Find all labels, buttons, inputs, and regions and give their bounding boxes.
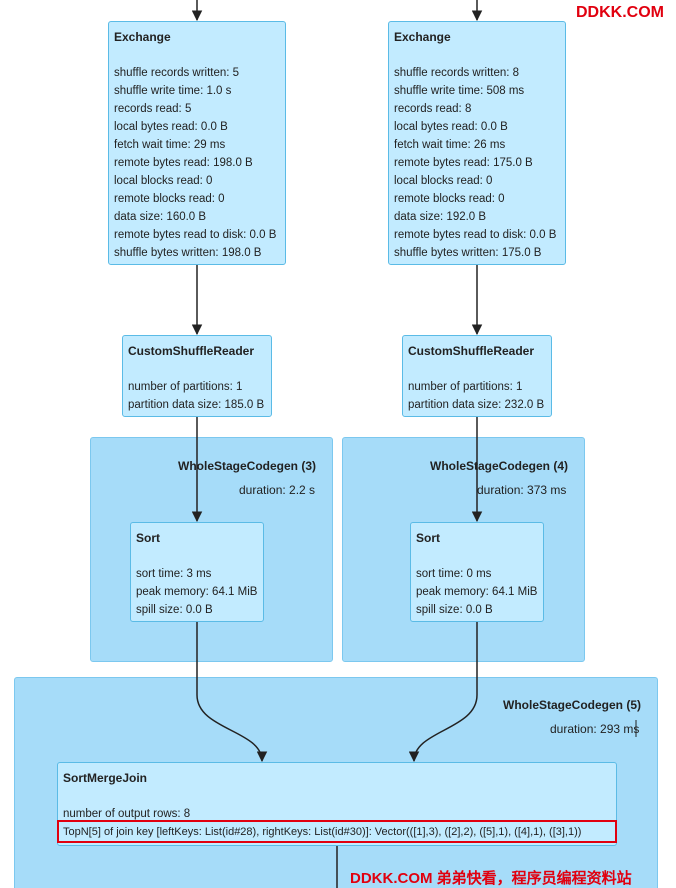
- sort-node-left[interactable]: Sort sort time: 3 ms peak memory: 64.1 M…: [130, 522, 264, 622]
- metric-remote-blocks-read: remote blocks read: 0: [114, 193, 225, 205]
- node-title: Exchange: [394, 30, 451, 44]
- metric-peak-memory: peak memory: 64.1 MiB: [416, 586, 538, 598]
- metric-remote-bytes-read-to-disk: remote bytes read to disk: 0.0 B: [114, 229, 277, 241]
- node-title: Sort: [136, 531, 160, 545]
- sort-node-right[interactable]: Sort sort time: 0 ms peak memory: 64.1 M…: [410, 522, 544, 622]
- custom-shuffle-reader-node-left[interactable]: CustomShuffleReader number of partitions…: [122, 335, 272, 417]
- metric-remote-blocks-read: remote blocks read: 0: [394, 193, 505, 205]
- metric-local-blocks-read: local blocks read: 0: [394, 175, 493, 187]
- metric-partition-data-size: partition data size: 185.0 B: [128, 399, 265, 411]
- metric-sort-time: sort time: 3 ms: [136, 568, 212, 580]
- metric-records-read: records read: 5: [114, 103, 192, 115]
- metric-remote-bytes-read: remote bytes read: 198.0 B: [114, 157, 253, 169]
- node-title: Exchange: [114, 30, 171, 44]
- metric-spill-size: spill size: 0.0 B: [416, 604, 493, 616]
- metric-sort-time: sort time: 0 ms: [416, 568, 492, 580]
- watermark-bottom: DDKK.COM 弟弟快看，程序员编程资料站: [350, 870, 632, 887]
- metric-shuffle-write-time: shuffle write time: 1.0 s: [114, 85, 232, 97]
- metric-shuffle-bytes-written: shuffle bytes written: 198.0 B: [114, 247, 262, 259]
- metric-topn-join-key: TopN[5] of join key [leftKeys: List(id#2…: [63, 826, 582, 838]
- metric-local-bytes-read: local bytes read: 0.0 B: [394, 121, 508, 133]
- custom-shuffle-reader-node-right[interactable]: CustomShuffleReader number of partitions…: [402, 335, 552, 417]
- metric-data-size: data size: 160.0 B: [114, 211, 207, 223]
- metric-partition-data-size: partition data size: 232.0 B: [408, 399, 545, 411]
- watermark-top: DDKK.COM: [576, 4, 664, 21]
- wsc5-duration: duration: 293 ms: [550, 722, 640, 736]
- sort-merge-join-node[interactable]: SortMergeJoin number of output rows: 8 T…: [57, 762, 617, 846]
- metric-remote-bytes-read-to-disk: remote bytes read to disk: 0.0 B: [394, 229, 557, 241]
- metric-shuffle-write-time: shuffle write time: 508 ms: [394, 85, 525, 97]
- node-title: Sort: [416, 531, 440, 545]
- metric-shuffle-records-written: shuffle records written: 5: [114, 67, 240, 79]
- exchange-node-right[interactable]: Exchange shuffle records written: 8 shuf…: [388, 21, 566, 265]
- metric-peak-memory: peak memory: 64.1 MiB: [136, 586, 258, 598]
- metric-remote-bytes-read: remote bytes read: 175.0 B: [394, 157, 533, 169]
- metric-fetch-wait-time: fetch wait time: 29 ms: [114, 139, 226, 151]
- wsc3-duration: duration: 2.2 s: [239, 483, 316, 497]
- node-title: CustomShuffleReader: [128, 344, 255, 358]
- wsc4-duration: duration: 373 ms: [477, 483, 567, 497]
- topn-metric-highlight: [57, 820, 617, 843]
- metric-fetch-wait-time: fetch wait time: 26 ms: [394, 139, 506, 151]
- node-title: SortMergeJoin: [63, 771, 148, 785]
- wsc4-title: WholeStageCodegen (4): [430, 459, 569, 473]
- metric-spill-size: spill size: 0.0 B: [136, 604, 213, 616]
- metric-shuffle-records-written: shuffle records written: 8: [394, 67, 520, 79]
- wsc5-title: WholeStageCodegen (5): [503, 698, 642, 712]
- metric-records-read: records read: 8: [394, 103, 472, 115]
- metric-data-size: data size: 192.0 B: [394, 211, 487, 223]
- metric-number-of-partitions: number of partitions: 1: [408, 381, 523, 393]
- metric-shuffle-bytes-written: shuffle bytes written: 175.0 B: [394, 247, 542, 259]
- exchange-node-left[interactable]: Exchange shuffle records written: 5 shuf…: [108, 21, 286, 265]
- node-title: CustomShuffleReader: [408, 344, 535, 358]
- metric-number-of-output-rows: number of output rows: 8: [63, 808, 191, 820]
- metric-local-bytes-read: local bytes read: 0.0 B: [114, 121, 228, 133]
- metric-number-of-partitions: number of partitions: 1: [128, 381, 243, 393]
- metric-local-blocks-read: local blocks read: 0: [114, 175, 213, 187]
- wsc3-title: WholeStageCodegen (3): [178, 459, 317, 473]
